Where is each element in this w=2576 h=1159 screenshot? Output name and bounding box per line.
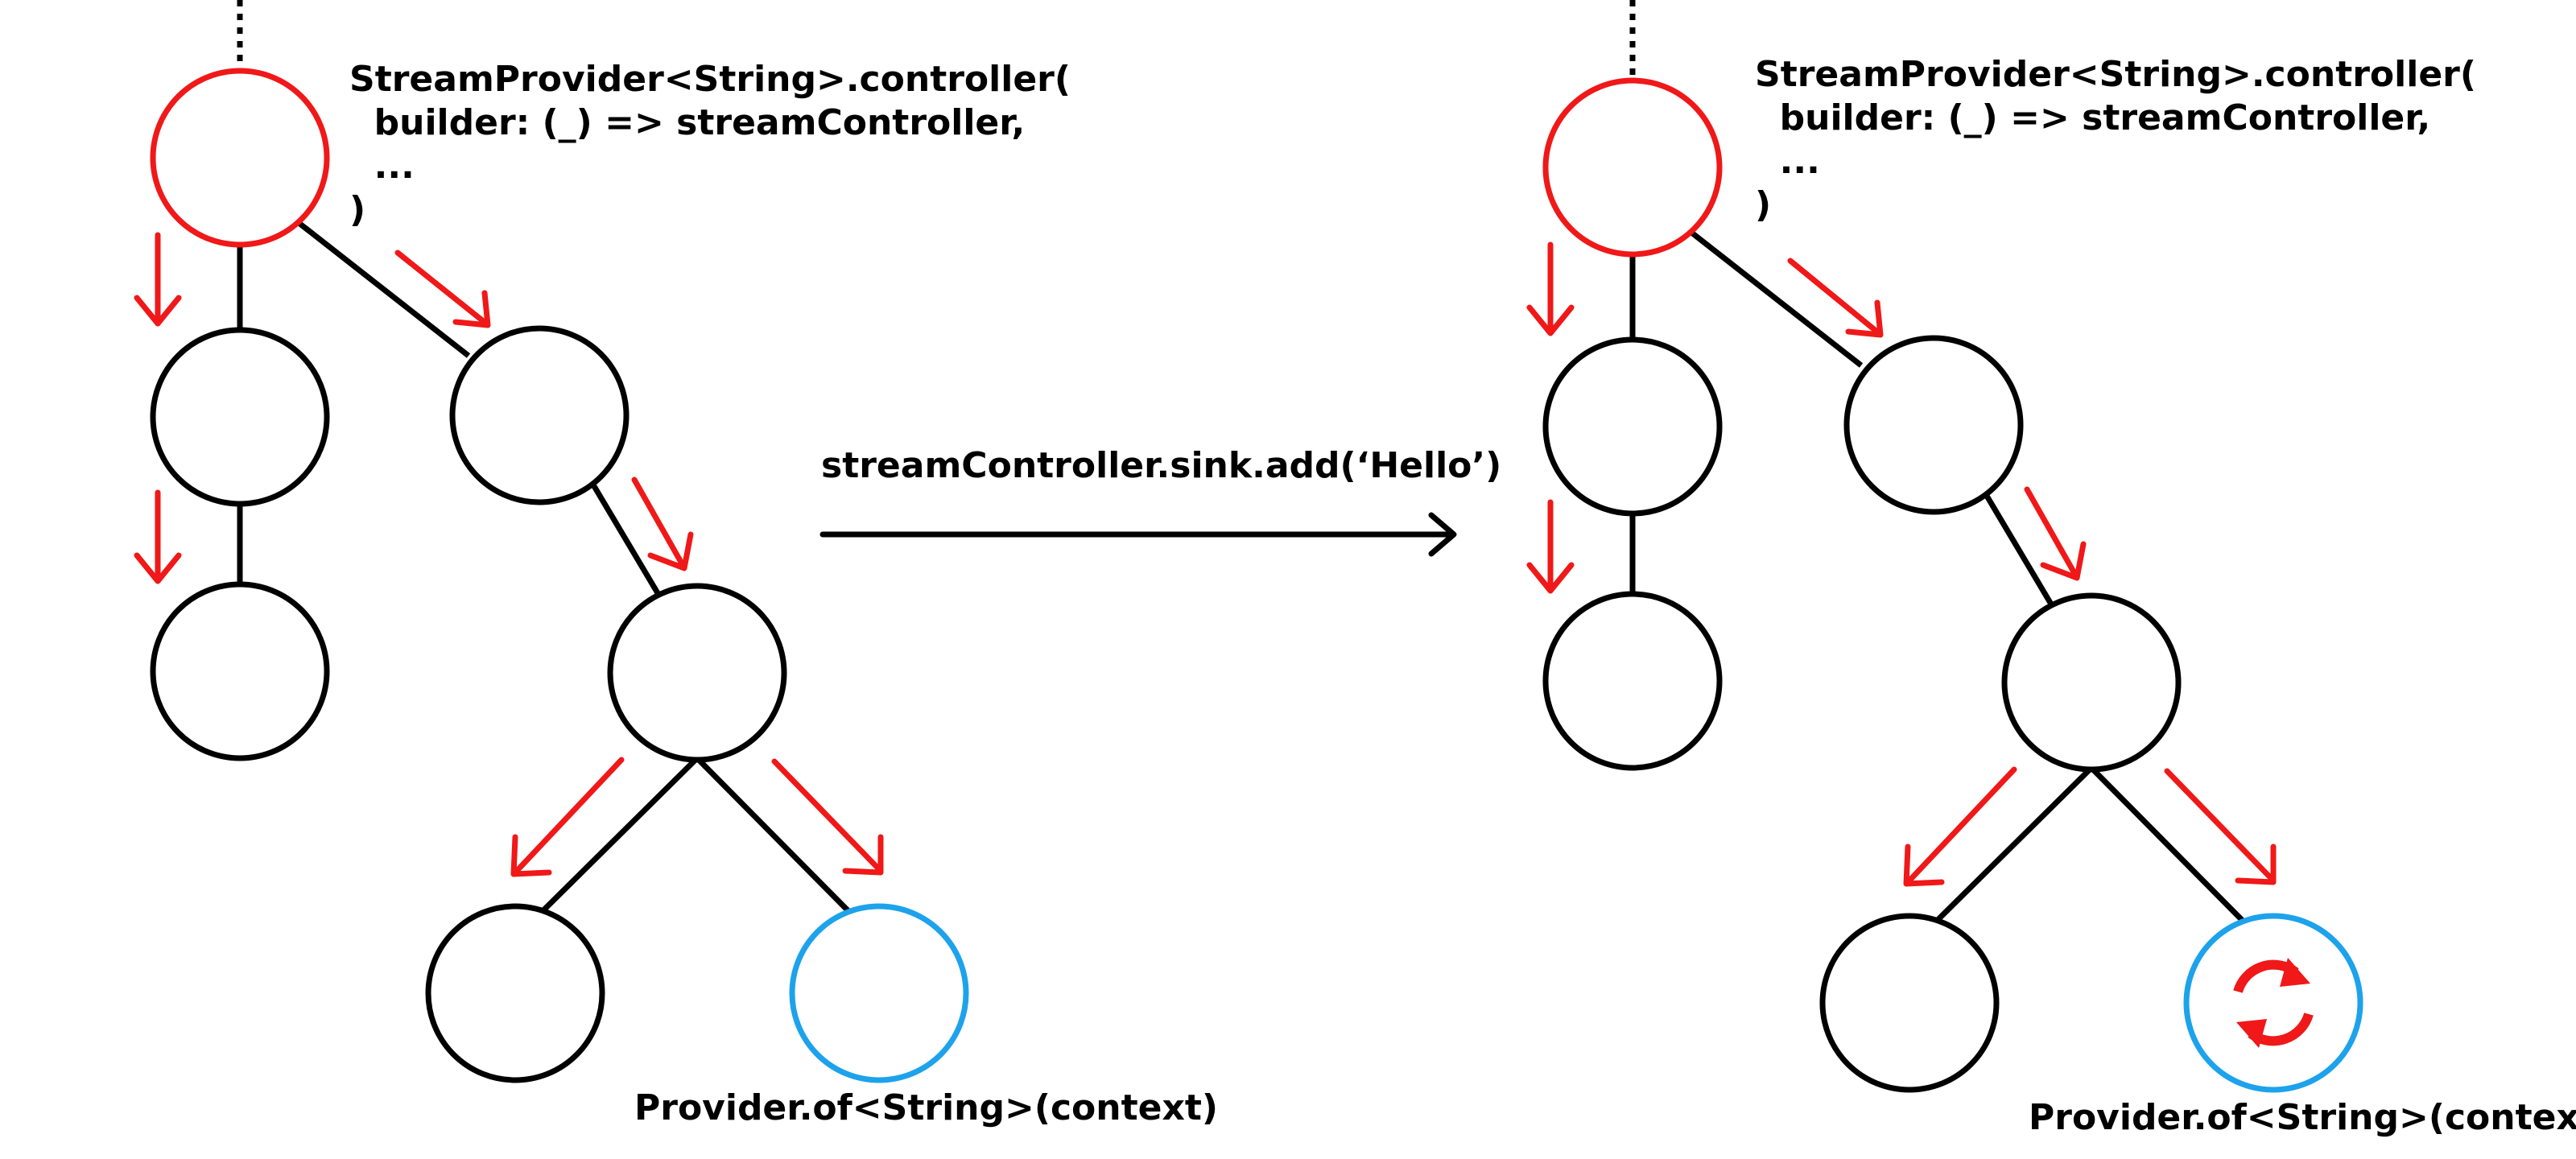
provider-node <box>1542 77 1723 258</box>
diagonal-arrow <box>1787 258 1884 338</box>
tree-node <box>425 903 605 1083</box>
provider-node <box>150 68 330 248</box>
transition-arrow <box>819 512 1457 557</box>
consumer-node <box>2183 913 2363 1093</box>
diagonal-arrow <box>2164 768 2277 885</box>
right-edges <box>1629 229 2245 925</box>
tree-node <box>2001 592 2182 773</box>
edge <box>1688 229 1864 368</box>
code-line: StreamProvider<String>.controller( <box>1755 54 2476 95</box>
tree-node <box>150 581 330 761</box>
tree-node <box>1843 335 2024 515</box>
diagonal-arrow <box>1903 766 2017 887</box>
tree-node <box>449 325 630 505</box>
tree-node <box>1542 591 1723 771</box>
down-arrow <box>1526 499 1575 594</box>
diagonal-arrow <box>394 250 491 328</box>
left-consumer-label: Provider.of<String>(context) <box>634 1087 1218 1128</box>
right-provider-code: StreamProvider<String>.controller( build… <box>1755 53 2476 227</box>
code-line: ... <box>1755 141 1820 182</box>
edge <box>1933 765 2094 925</box>
edge <box>695 756 851 914</box>
code-line: ) <box>349 189 366 230</box>
tree-node <box>607 583 787 763</box>
left-provider-code: StreamProvider<String>.controller( build… <box>349 58 1071 232</box>
down-arrow <box>134 489 182 584</box>
edge <box>539 756 700 915</box>
refresh-icon <box>2233 958 2314 1048</box>
right-propagation-arrows <box>1526 241 2277 887</box>
tree-node <box>150 327 330 507</box>
code-line: builder: (_) => streamController, <box>1755 97 2431 138</box>
diagonal-arrow <box>631 476 694 571</box>
left-edges <box>237 220 851 915</box>
consumer-node <box>789 903 969 1083</box>
tree-node <box>1819 913 2000 1093</box>
left-tree <box>134 0 969 1083</box>
code-line: ... <box>349 146 415 187</box>
down-arrow <box>134 232 182 327</box>
code-line: builder: (_) => streamController, <box>349 102 1026 143</box>
tree-node <box>1542 336 1723 517</box>
diagonal-arrow <box>510 757 625 877</box>
edge <box>591 485 663 599</box>
down-arrow <box>1526 241 1575 336</box>
code-line: ) <box>1755 184 1772 225</box>
left-propagation-arrows <box>134 232 884 877</box>
code-line: StreamProvider<String>.controller( <box>349 59 1071 100</box>
edge <box>295 220 471 358</box>
transition-label: streamController.sink.add(‘Hello’) <box>821 445 1502 486</box>
diagonal-arrow <box>2024 486 2087 581</box>
right-tree <box>1526 0 2363 1093</box>
edge <box>1984 494 2056 608</box>
diagonal-arrow <box>771 758 884 876</box>
right-consumer-label: Provider.of<String>(context) <box>2029 1097 2576 1138</box>
edge <box>2089 765 2245 923</box>
